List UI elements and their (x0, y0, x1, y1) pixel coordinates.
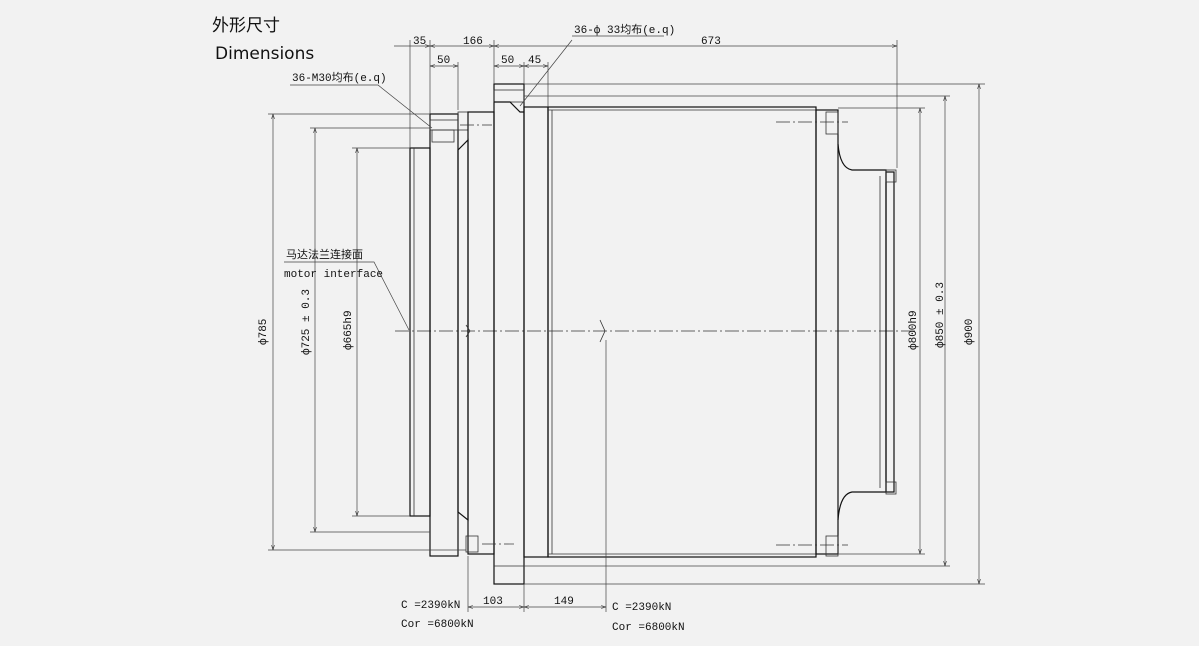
bolt-hole-right-top (825, 111, 839, 135)
dim-35: 35 (413, 36, 426, 48)
bottom-dimensions (467, 340, 607, 612)
bolt-hole-housing-top (493, 89, 525, 103)
dim-50-left: 50 (437, 55, 450, 67)
input-hub (457, 138, 469, 522)
bolt-hole-bottom-left (465, 535, 479, 553)
note-bolt-right: 36-ф 33均布(e.q) (574, 23, 675, 37)
dim-103: 103 (483, 596, 503, 608)
dim-50-right: 50 (501, 55, 514, 67)
input-flange (429, 113, 459, 557)
motor-spigot (409, 147, 431, 517)
body-collar (523, 106, 549, 558)
right-diameters (524, 83, 985, 585)
dim-166: 166 (463, 36, 483, 48)
dim-dia900: ф900 (963, 319, 976, 345)
rating-right-c: C =2390kN (612, 602, 671, 614)
bolt-hole-top-left-2 (457, 111, 469, 131)
output-spigot (837, 143, 887, 521)
rating-left-c: C =2390kN (401, 600, 460, 612)
title-en: Dimensions (215, 44, 314, 64)
output-face (885, 171, 895, 493)
note-motor-cn: 马达法兰连接面 (286, 247, 363, 262)
rating-right-cor: Cor =6800kN (612, 622, 685, 634)
bolt-hole-out-top (885, 169, 897, 183)
dim-45: 45 (528, 55, 541, 67)
dim-dia850: ф850 ± 0.3 (934, 282, 947, 348)
dim-dia725: ф725 ± 0.3 (300, 289, 313, 355)
main-body (547, 106, 817, 558)
title-cn: 外形尺寸 (212, 16, 280, 36)
left-diameters (268, 113, 466, 551)
bolt-hole-right-bottom (825, 535, 839, 557)
top-dimensions (290, 35, 898, 168)
housing-flange (493, 83, 525, 585)
bolt-hole-top-left (429, 119, 459, 131)
dim-dia800: ф800h9 (907, 310, 920, 350)
rating-left-cor: Cor =6800kN (401, 619, 474, 631)
note-bolt-left: 36-M30均布(e.q) (292, 71, 387, 85)
note-motor-en: motor interface (284, 269, 383, 281)
dim-149: 149 (554, 596, 574, 608)
bolt-hole-out-bottom (885, 481, 897, 495)
output-flange (815, 109, 839, 555)
dim-dia785: ф785 (257, 319, 270, 345)
dim-dia665: ф665h9 (342, 310, 355, 350)
input-ring (467, 111, 495, 555)
gearbox-outline (409, 83, 897, 585)
dim-673: 673 (701, 36, 721, 48)
